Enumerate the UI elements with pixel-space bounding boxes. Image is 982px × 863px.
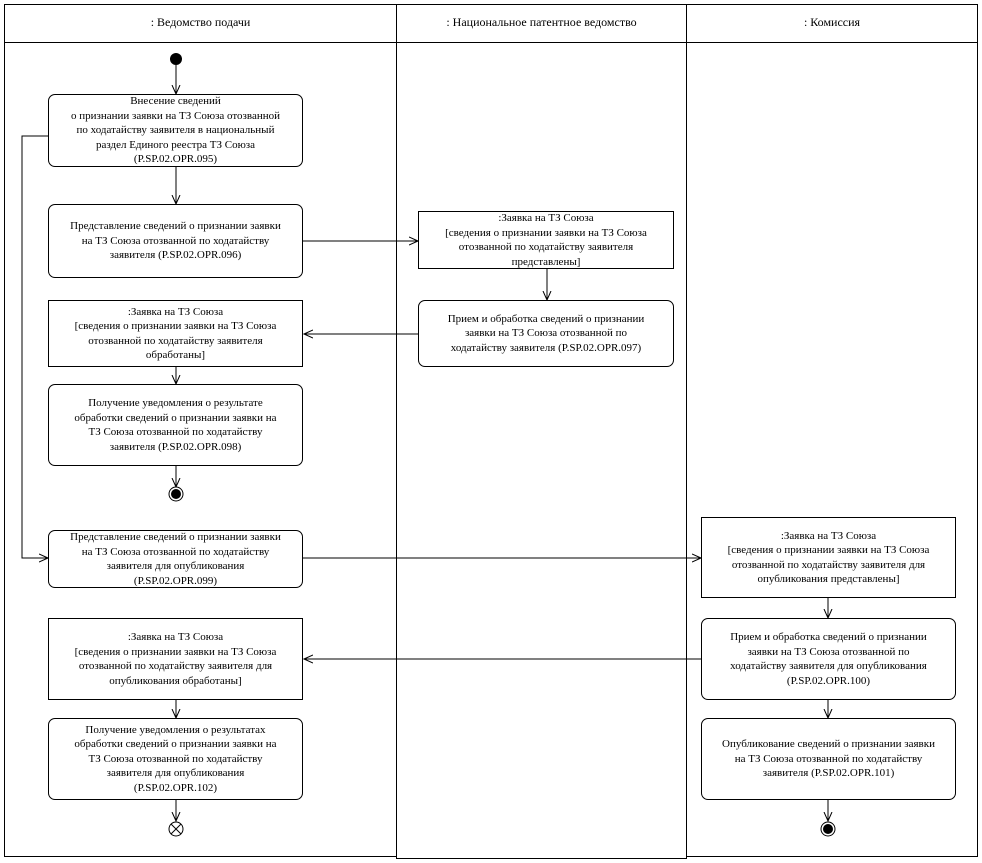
activity-final-node-1	[168, 486, 184, 502]
object-application-submitted: :Заявка на ТЗ Союза [сведения о признани…	[418, 211, 674, 269]
action-opr-102-label: Получение уведомления о результатах обра…	[74, 723, 277, 794]
action-opr-099: Представление сведений о признании заявк…	[48, 530, 303, 588]
control-flows	[21, 65, 828, 821]
flow-095-to-099	[21, 135, 48, 558]
action-opr-098-label: Получение уведомления о результате обраб…	[74, 397, 277, 453]
action-opr-102: Получение уведомления о результатах обра…	[48, 718, 303, 800]
lane-title-filing-office: : Ведомство подачи	[150, 15, 251, 29]
object-application-submitted-label: :Заявка на ТЗ Союза [сведения о признани…	[445, 212, 647, 268]
object-publication-submitted-label: :Заявка на ТЗ Союза [сведения о признани…	[727, 529, 930, 586]
action-opr-101: Опубликование сведений о признании заявк…	[701, 718, 956, 800]
lane-title-commission: : Комиссия	[803, 15, 861, 29]
swimlane-frame	[4, 4, 978, 859]
object-publication-submitted: :Заявка на ТЗ Союза [сведения о признани…	[701, 517, 956, 598]
action-opr-100: Прием и обработка сведений о признании з…	[701, 618, 956, 700]
flow-final-node	[168, 821, 184, 837]
action-opr-098: Получение уведомления о результате обраб…	[48, 384, 303, 466]
action-opr-101-label: Опубликование сведений о признании заявк…	[722, 738, 935, 780]
action-opr-095: Внесение сведений о признании заявки на …	[48, 94, 303, 167]
initial-node	[170, 53, 182, 65]
activity-final-node-2	[820, 821, 836, 837]
action-opr-100-label: Прием и обработка сведений о признании з…	[730, 631, 927, 687]
action-opr-097: Прием и обработка сведений о признании з…	[418, 300, 674, 367]
action-opr-095-label: Внесение сведений о признании заявки на …	[71, 95, 280, 166]
object-application-processed: :Заявка на ТЗ Союза [сведения о признани…	[48, 300, 303, 367]
action-opr-097-label: Прием и обработка сведений о признании з…	[447, 312, 645, 354]
object-application-processed-label: :Заявка на ТЗ Союза [сведения о признани…	[74, 305, 277, 362]
action-opr-096: Представление сведений о признании заявк…	[48, 204, 303, 278]
object-publication-processed-label: :Заявка на ТЗ Союза [сведения о признани…	[74, 631, 277, 687]
lane-title-national-patent-office: : Национальное патентное ведомство	[446, 15, 637, 29]
action-opr-099-label: Представление сведений о признании заявк…	[70, 531, 281, 587]
action-opr-096-label: Представление сведений о признании заявк…	[70, 220, 281, 262]
object-publication-processed: :Заявка на ТЗ Союза [сведения о признани…	[48, 618, 303, 700]
